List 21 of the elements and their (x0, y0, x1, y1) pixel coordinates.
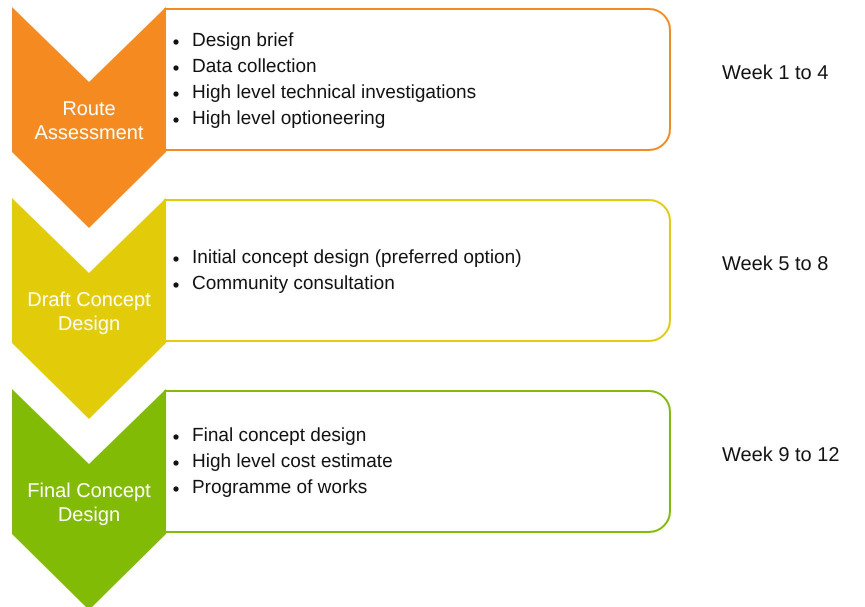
task-card (164, 199, 671, 342)
chevron-shape (12, 7, 166, 228)
chevron-shape (12, 198, 166, 419)
stage-title: Route Assessment (34, 97, 144, 146)
bullet-item: Community consultation (192, 270, 522, 296)
chevron-shape (12, 389, 166, 607)
week-label: Week 5 to 8 (722, 253, 828, 276)
stage-title: Draft Concept Design (26, 288, 152, 337)
bullet-item: Data collection (192, 54, 476, 80)
stage-title: Final Concept Design (26, 479, 152, 528)
bullet-item: Design brief (192, 28, 476, 54)
bullet-item: Final concept design (192, 422, 393, 448)
bullet-item: Programme of works (192, 474, 393, 500)
task-card (164, 390, 671, 533)
week-label: Week 1 to 4 (722, 62, 828, 85)
bullet-item: Initial concept design (preferred option) (192, 244, 522, 270)
week-label: Week 9 to 12 (722, 444, 840, 467)
bullet-item: High level optioneering (192, 106, 476, 132)
bullet-item: High level technical investigations (192, 80, 476, 106)
bullet-item: High level cost estimate (192, 448, 393, 474)
task-card (164, 8, 671, 151)
